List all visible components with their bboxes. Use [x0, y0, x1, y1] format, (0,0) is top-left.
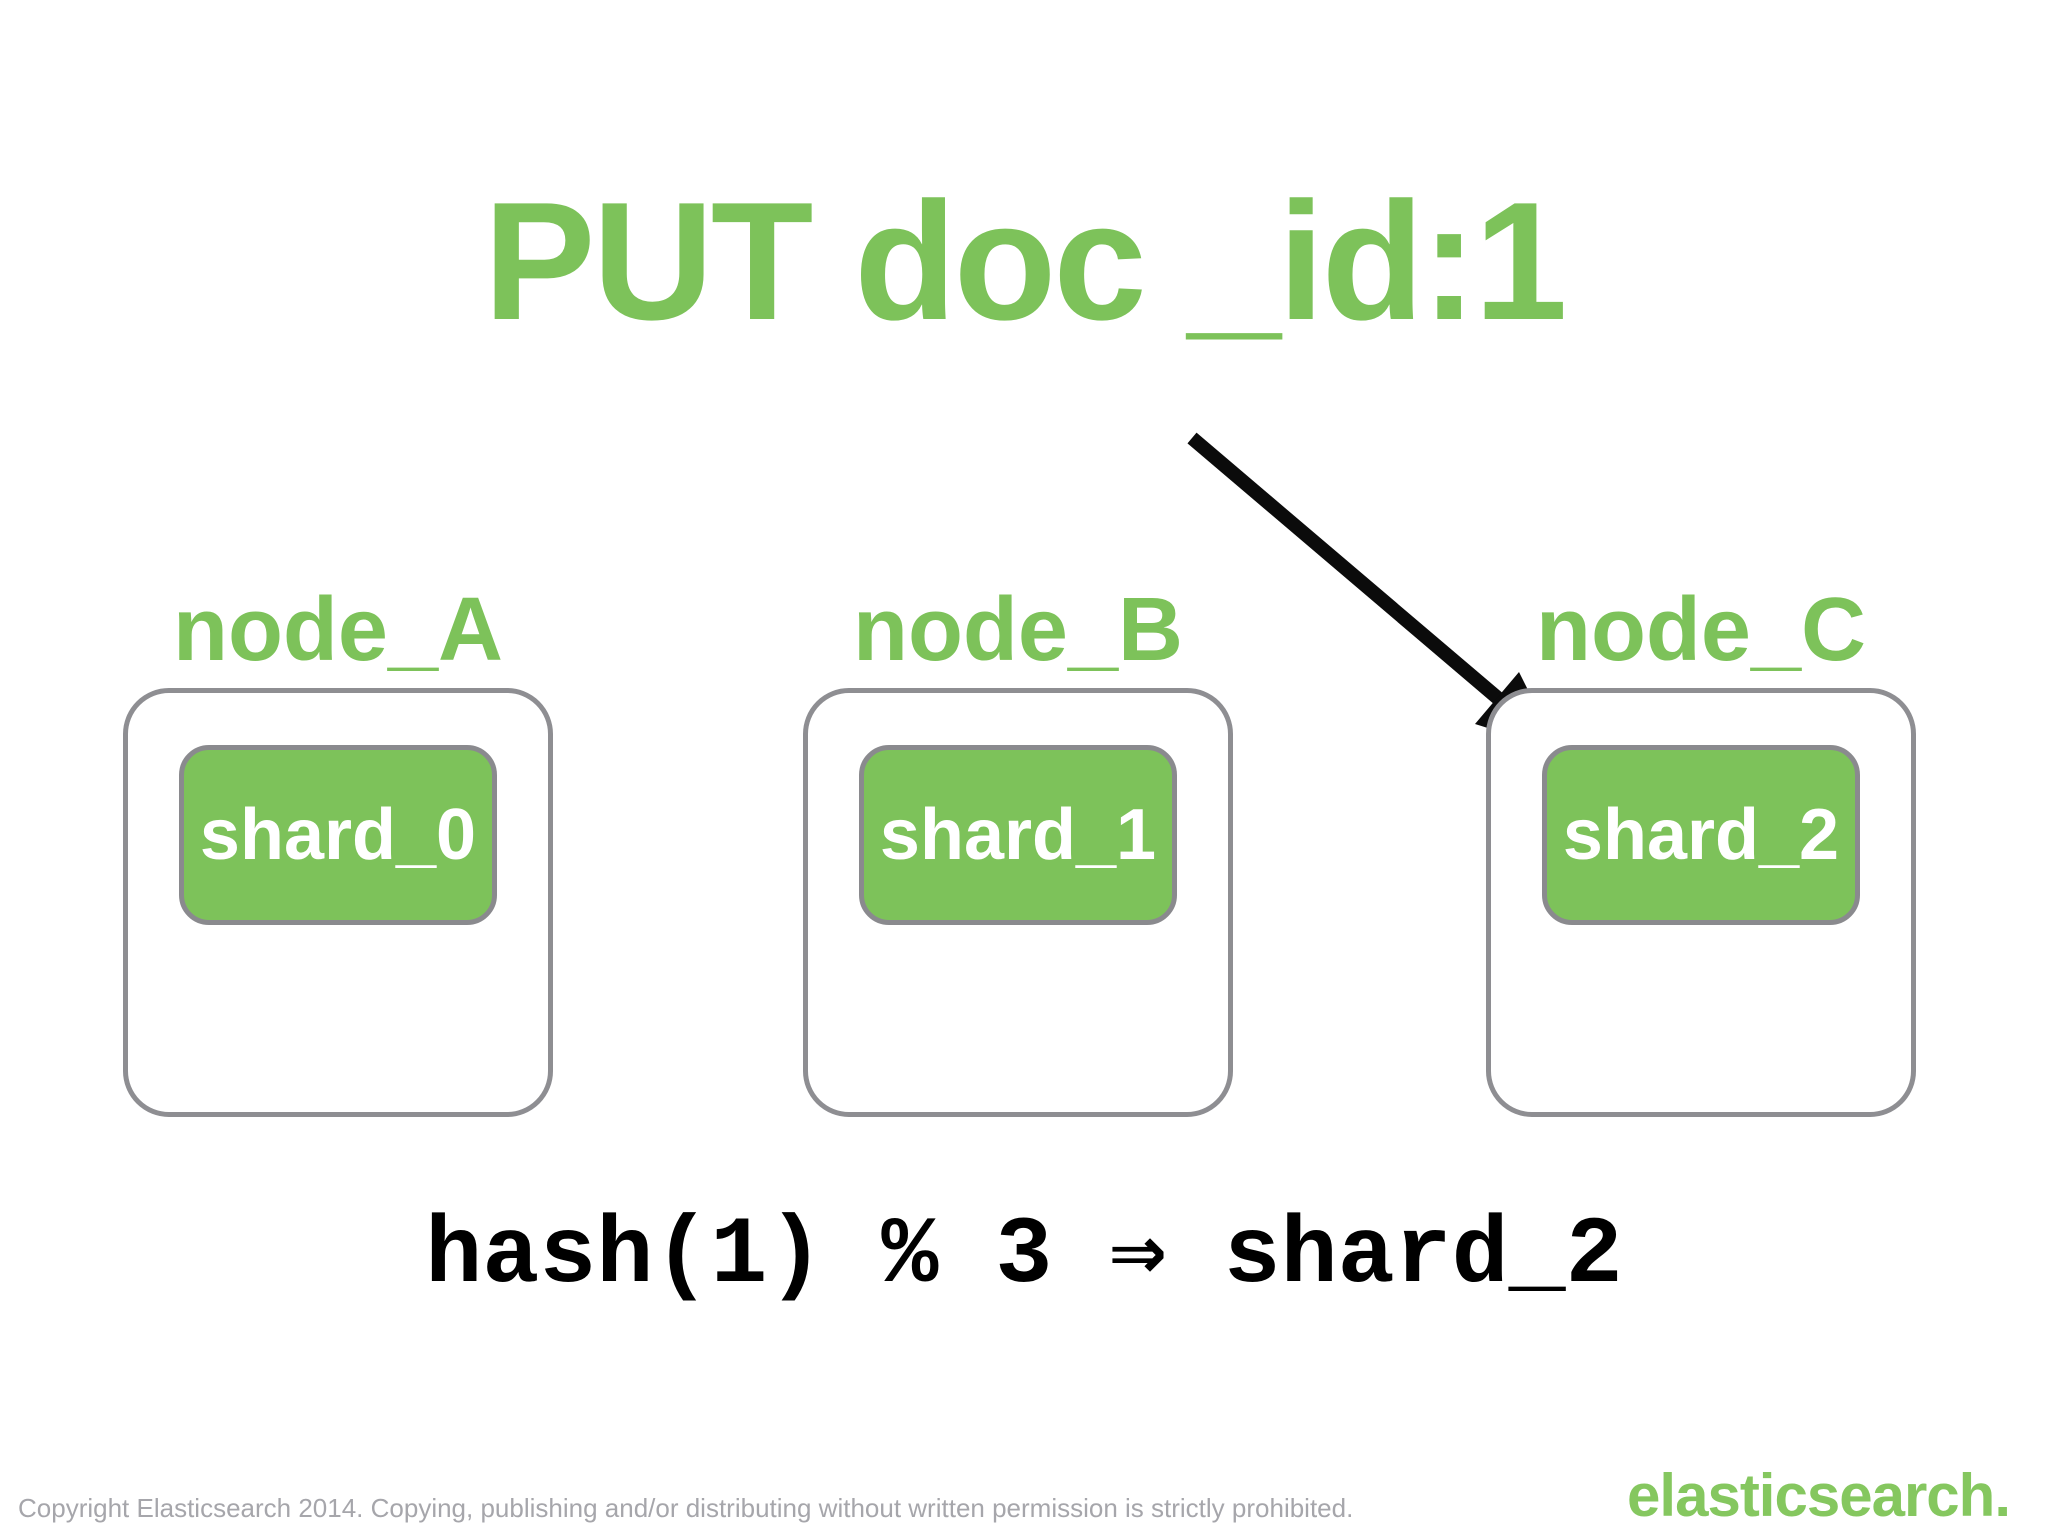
shard-2-box: shard_2 [1542, 745, 1860, 925]
node-c-box: shard_2 [1486, 688, 1916, 1117]
routing-arrow-shaft [1187, 432, 1505, 706]
shard-0-box: shard_0 [179, 745, 497, 925]
node-a-label: node_A [172, 580, 504, 680]
node-b-group: node_B shard_1 [803, 585, 1233, 1117]
shard-1-box: shard_1 [859, 745, 1177, 925]
copyright-footer: Copyright Elasticsearch 2014. Copying, p… [18, 1493, 1354, 1523]
node-a-box: shard_0 [123, 688, 553, 1117]
slide-title: PUT doc _id:1 [483, 167, 1567, 355]
node-c-group: node_C shard_2 [1486, 585, 1916, 1117]
elasticsearch-logo: elasticsearch. [1627, 1462, 2011, 1529]
hash-formula: hash(1) % 3 ⇒ shard_2 [425, 1202, 1623, 1310]
node-b-label: node_B [852, 580, 1184, 680]
shard-0-label: shard_0 [199, 795, 477, 875]
shard-1-label: shard_1 [879, 795, 1157, 875]
node-a-group: node_A shard_0 [123, 585, 553, 1117]
shard-2-label: shard_2 [1562, 795, 1840, 875]
node-b-box: shard_1 [803, 688, 1233, 1117]
node-c-label: node_C [1535, 580, 1867, 680]
